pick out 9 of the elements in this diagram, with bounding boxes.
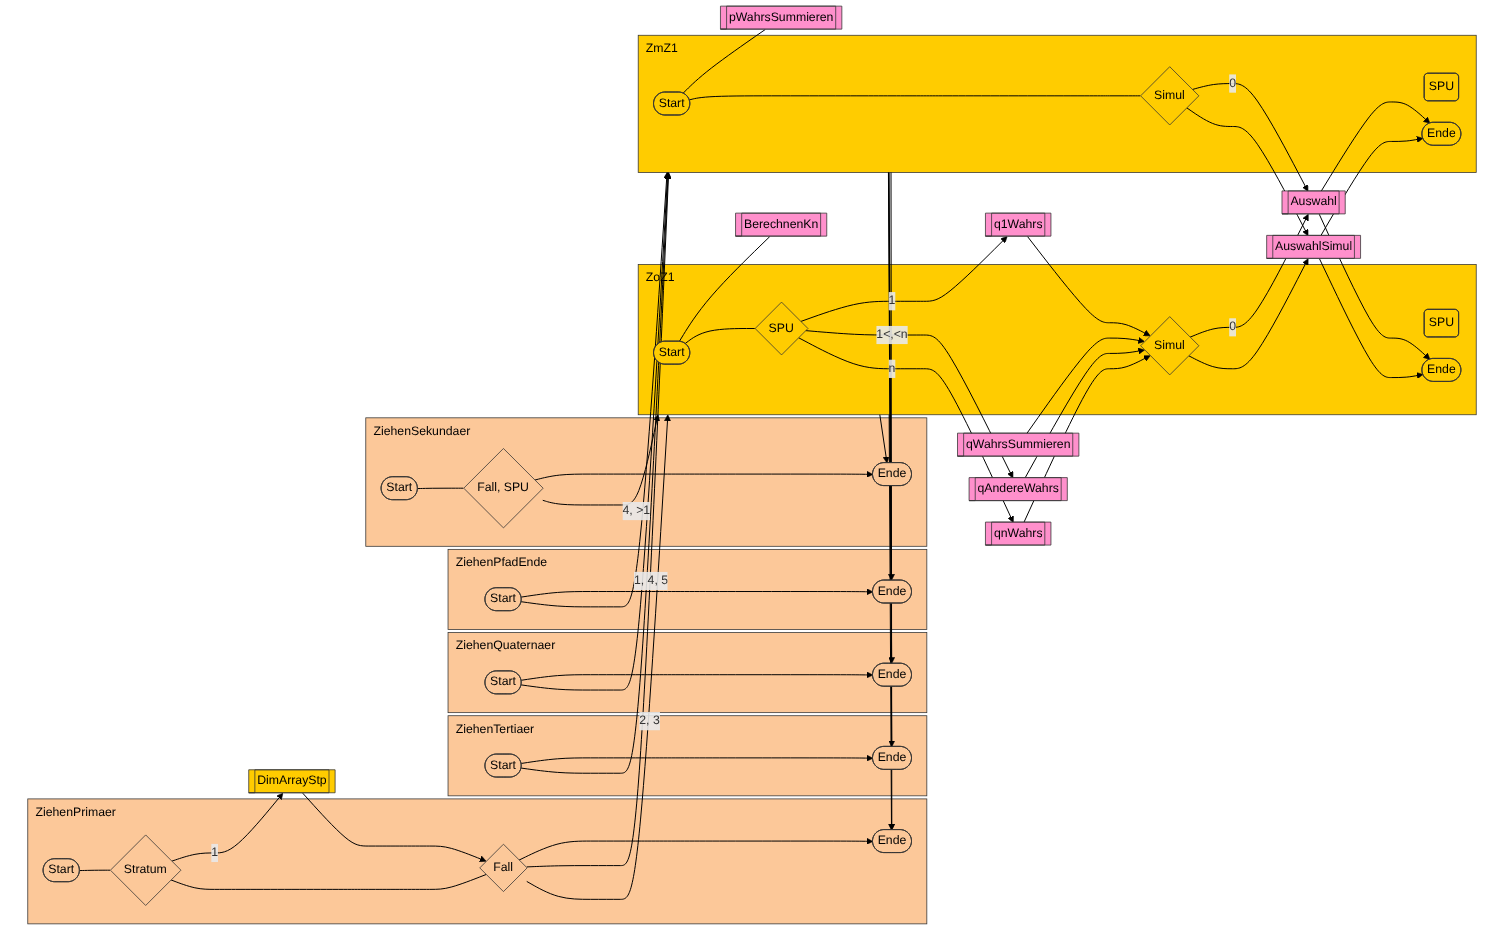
connector (170, 874, 487, 890)
connector (684, 328, 756, 345)
connector (417, 487, 464, 490)
connector (682, 29, 766, 94)
arrow (534, 470, 874, 481)
connector (688, 95, 1141, 101)
connector (678, 236, 771, 343)
connector (79, 869, 111, 872)
arrow (171, 792, 284, 862)
